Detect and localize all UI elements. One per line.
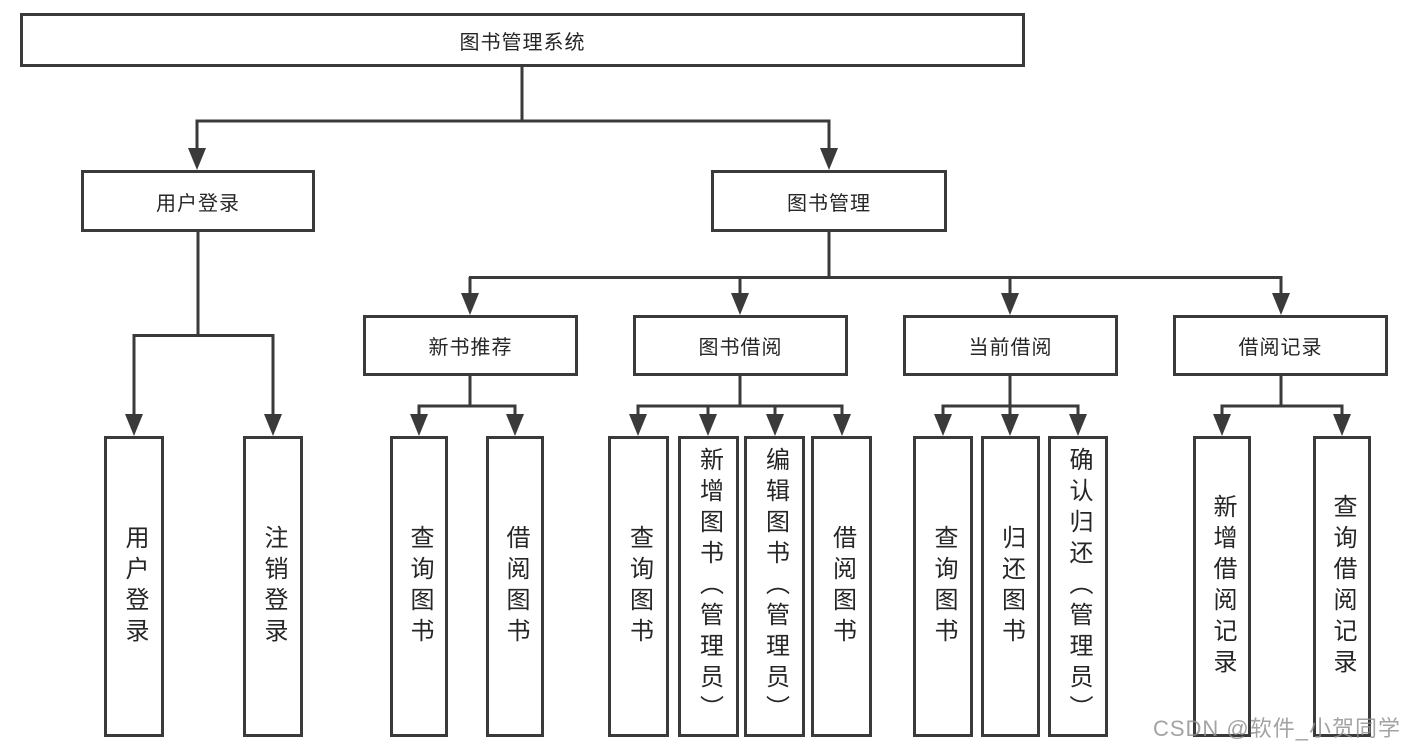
node-book-management: 图书管理 <box>711 170 947 232</box>
leaf-label: 新增图书（管理员） <box>695 447 723 726</box>
leaf-label: 注销登录 <box>260 524 287 649</box>
node-label: 图书借阅 <box>698 337 783 359</box>
leaf-label: 查询图书 <box>406 524 433 649</box>
leaf-logout: 注销登录 <box>243 436 303 737</box>
leaf-query-books-recommend: 查询图书 <box>390 436 448 737</box>
node-label: 借阅记录 <box>1238 337 1323 359</box>
leaf-label: 用户登录 <box>121 524 148 649</box>
leaf-borrow-books: 借阅图书 <box>811 436 872 737</box>
node-borrowing-records: 借阅记录 <box>1173 315 1388 376</box>
leaf-edit-books-admin: 编辑图书（管理员） <box>744 436 805 737</box>
leaf-query-books-current: 查询图书 <box>913 436 973 737</box>
leaf-confirm-return-admin: 确认归还（管理员） <box>1048 436 1108 737</box>
node-label: 新书推荐 <box>428 337 513 359</box>
node-label: 图书管理系统 <box>459 31 586 54</box>
node-book-borrowing: 图书借阅 <box>633 315 848 376</box>
node-book-management-system: 图书管理系统 <box>20 13 1025 67</box>
csdn-watermark: CSDN @软件_小贺同学 <box>1152 716 1401 741</box>
node-label: 图书管理 <box>787 192 871 215</box>
arrow-down-icons <box>125 148 1351 436</box>
node-label: 当前借阅 <box>968 337 1053 359</box>
leaf-borrow-books-recommend: 借阅图书 <box>486 436 544 737</box>
leaf-add-books-admin: 新增图书（管理员） <box>678 436 739 737</box>
leaf-label: 借阅图书 <box>502 524 529 649</box>
leaf-label: 归还图书 <box>997 524 1025 649</box>
leaf-query-borrow-record: 查询借阅记录 <box>1313 436 1371 737</box>
leaf-label: 查询图书 <box>625 524 653 649</box>
leaf-label: 确认归还（管理员） <box>1065 447 1092 726</box>
leaf-label: 查询图书 <box>930 524 957 649</box>
leaf-label: 借阅图书 <box>828 524 856 649</box>
leaf-label: 查询借阅记录 <box>1329 493 1356 680</box>
leaf-label: 编辑图书（管理员） <box>761 447 789 726</box>
node-new-book-recommend: 新书推荐 <box>363 315 578 376</box>
node-label: 用户登录 <box>156 192 240 215</box>
node-current-borrowing: 当前借阅 <box>903 315 1118 376</box>
leaf-label: 新增借阅记录 <box>1209 493 1236 680</box>
node-user-login: 用户登录 <box>81 170 315 232</box>
leaf-return-books: 归还图书 <box>981 436 1040 737</box>
leaf-add-borrow-record: 新增借阅记录 <box>1193 436 1251 737</box>
leaf-query-books-borrow: 查询图书 <box>608 436 669 737</box>
leaf-user-login: 用户登录 <box>104 436 164 737</box>
